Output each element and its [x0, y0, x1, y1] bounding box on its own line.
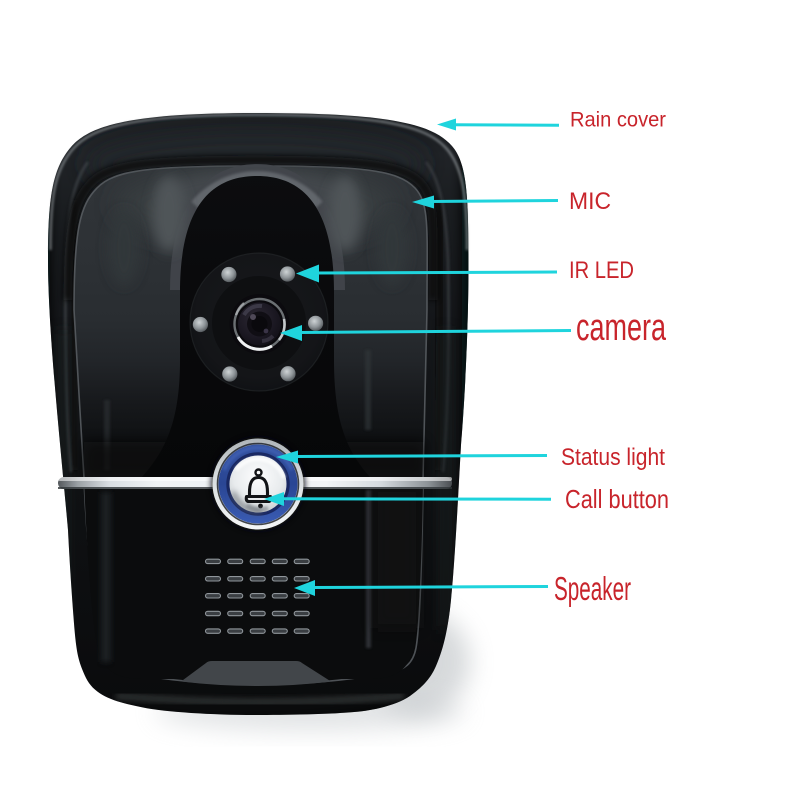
svg-text:Rain cover: Rain cover [570, 108, 666, 132]
svg-text:camera: camera [576, 307, 667, 349]
svg-text:MIC: MIC [569, 188, 611, 215]
svg-text:IR LED: IR LED [569, 257, 634, 284]
svg-text:Status light: Status light [561, 444, 665, 471]
svg-text:Speaker: Speaker [554, 570, 631, 607]
svg-text:Call button: Call button [565, 484, 669, 514]
